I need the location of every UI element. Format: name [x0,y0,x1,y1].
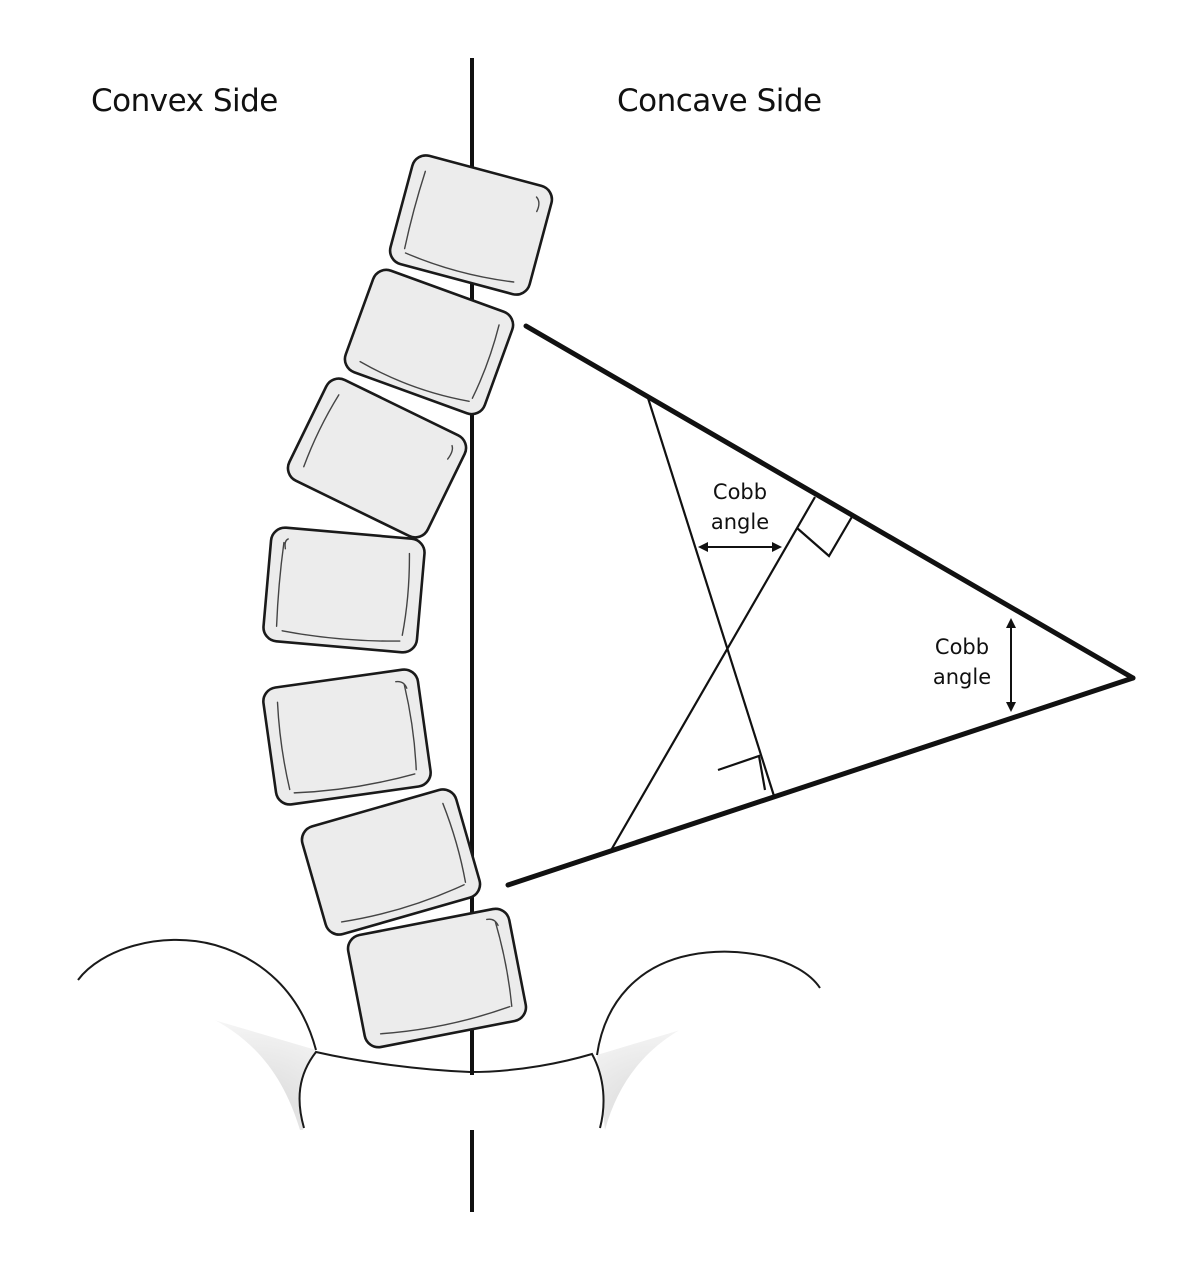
vertebra-5 [262,668,432,806]
concave-side-label: Concave Side [617,83,822,119]
vertebra-7 [346,907,528,1049]
right-angle-marker-lower [717,754,767,791]
vertebra-1 [388,154,554,296]
pelvis-right-outline [596,950,821,1056]
vertebrae [262,154,554,1049]
sacrum-outline [298,1050,605,1129]
vertebra-4 [262,526,426,654]
cobb-angle-label-lower: Cobb angle [932,635,992,689]
right-angle-marker-upper [796,514,854,558]
convex-side-label: Convex Side [91,83,278,119]
upper-perpendicular-line [646,397,776,797]
vertebra-2 [343,268,515,416]
upper-endplate-line [523,323,1136,681]
vertebra-6 [300,788,482,936]
lower-endplate-line [505,675,1136,888]
vertebra-3 [286,377,468,539]
pelvis-left-outline [77,938,317,1051]
cobb-construction [505,323,1136,888]
cobb-angle-label-upper: Cobb angle [710,480,770,534]
lower-perpendicular-line [609,496,816,853]
